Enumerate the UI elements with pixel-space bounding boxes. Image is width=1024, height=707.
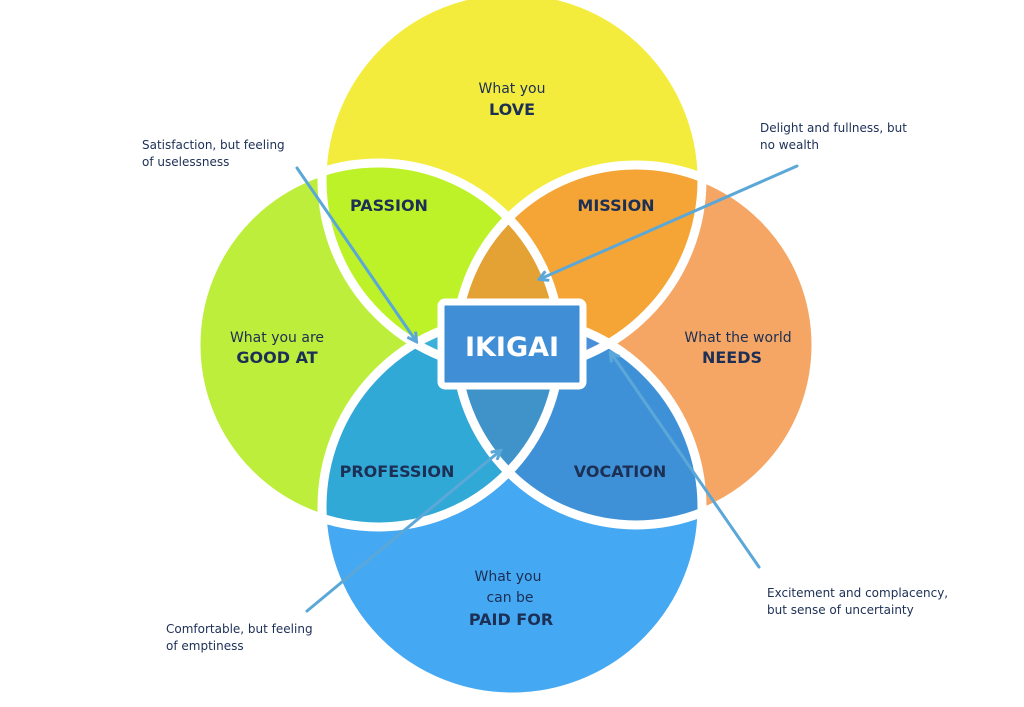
mission-arrow bbox=[540, 164, 799, 279]
ikigai-label: IKIGAI bbox=[465, 332, 559, 363]
mission-label: MISSION bbox=[577, 196, 654, 215]
vocation-note-1: Excitement and complacency, bbox=[767, 586, 948, 600]
love-label-1: What you bbox=[479, 81, 546, 97]
love-label-2: LOVE bbox=[489, 100, 535, 119]
good-at-label-1: What you are bbox=[230, 330, 324, 346]
paid-for-label-1: What you bbox=[475, 569, 542, 585]
paid-for-label-2: can be bbox=[486, 590, 533, 606]
passion-note-2: of uselessness bbox=[142, 155, 229, 169]
good-at-label-2: GOOD AT bbox=[236, 348, 317, 367]
profession-note-2: of emptiness bbox=[166, 639, 244, 653]
mission-note-2: no wealth bbox=[760, 138, 819, 152]
profession-note-1: Comfortable, but feeling bbox=[166, 622, 313, 636]
passion-note-1: Satisfaction, but feeling bbox=[142, 138, 285, 152]
vocation-note-2: but sense of uncertainty bbox=[767, 603, 914, 617]
mission-note-1: Delight and fullness, but bbox=[760, 121, 907, 135]
profession-arrow bbox=[305, 451, 500, 613]
vocation-arrow bbox=[611, 353, 761, 569]
needs-label-1: What the world bbox=[684, 330, 791, 346]
paid-for-label-3: PAID FOR bbox=[469, 610, 553, 629]
passion-label: PASSION bbox=[350, 196, 428, 215]
ikigai-box bbox=[441, 302, 583, 386]
needs-label-2: NEEDS bbox=[702, 348, 762, 367]
passion-arrow bbox=[295, 166, 416, 341]
vocation-label: VOCATION bbox=[574, 462, 666, 481]
profession-label: PROFESSION bbox=[340, 462, 455, 481]
